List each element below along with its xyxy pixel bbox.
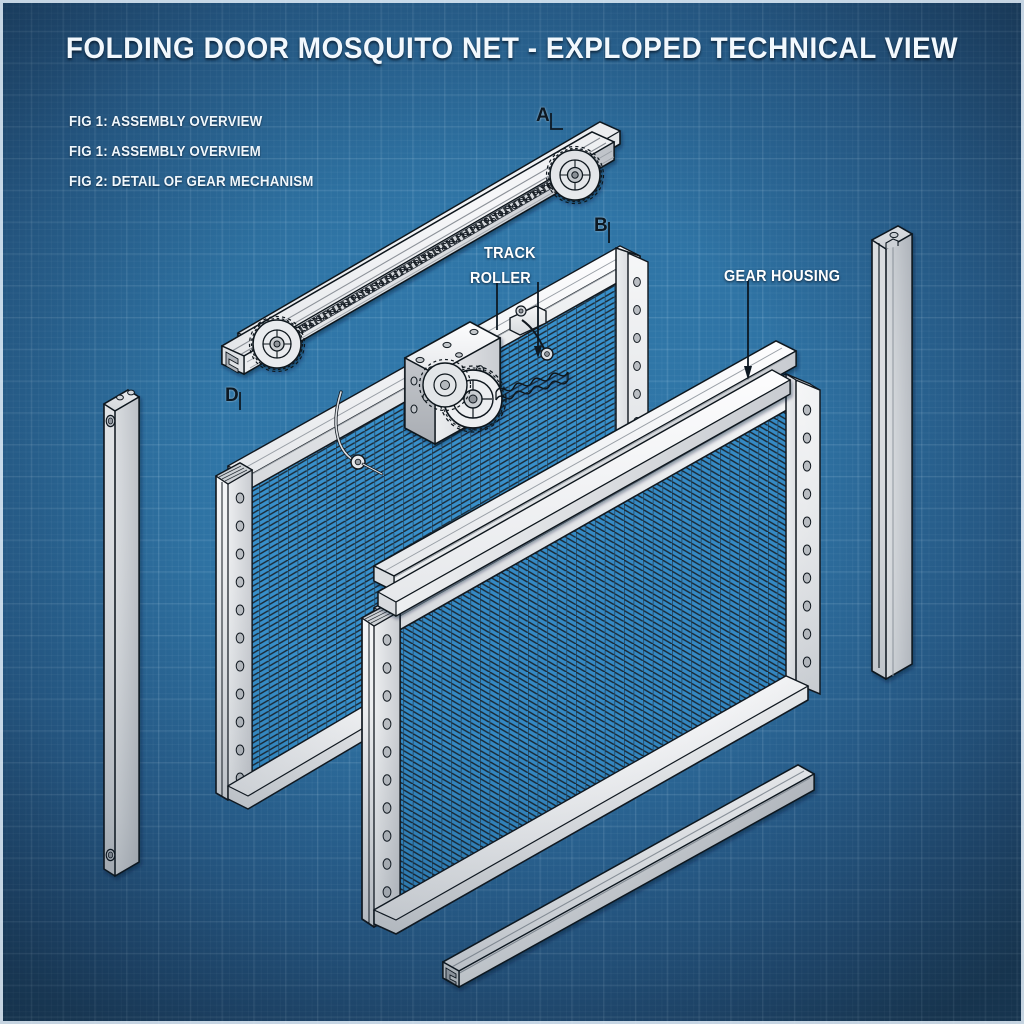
gear-housing-block (403, 321, 569, 446)
roller-bracket (509, 305, 554, 361)
legend-line-1: FIG 1: ASSEMBLY OVERVIEW (69, 114, 263, 130)
legend-line-3: FIG 2: DETAIL OF GEAR MECHANISM (69, 174, 314, 190)
left-jamb-profile (102, 389, 141, 878)
pinion-gear (418, 358, 472, 412)
sprocket-left (248, 315, 306, 373)
stile-perforations-rear (235, 492, 245, 784)
page-title: FOLDING DOOR MOSQUITO NET - EXPLOPED TEC… (65, 32, 959, 65)
stile-perforations-front-right (802, 404, 812, 668)
right-jamb-profile (870, 225, 914, 681)
tension-spring (495, 371, 569, 401)
leader-lines (239, 113, 749, 410)
legend-line-2: FIG 1: ASSEMBLY OVERVIEM (69, 144, 261, 160)
leader-callout-a (550, 113, 563, 130)
stile-perforations-front (382, 634, 392, 898)
callout-d: D (225, 385, 239, 406)
label-track: TRACK (484, 245, 536, 262)
top-track-rail (220, 121, 622, 376)
bottom-rail (441, 764, 816, 989)
label-gear-housing: GEAR HOUSING (724, 268, 841, 285)
label-roller: ROLLER (470, 270, 531, 287)
cross-rail-lower (376, 369, 792, 618)
callout-a: A (536, 105, 550, 126)
leader-arrowheads (534, 346, 752, 380)
sprocket-right (545, 145, 605, 205)
callout-b: B (594, 215, 608, 236)
latch-hook (334, 390, 384, 476)
